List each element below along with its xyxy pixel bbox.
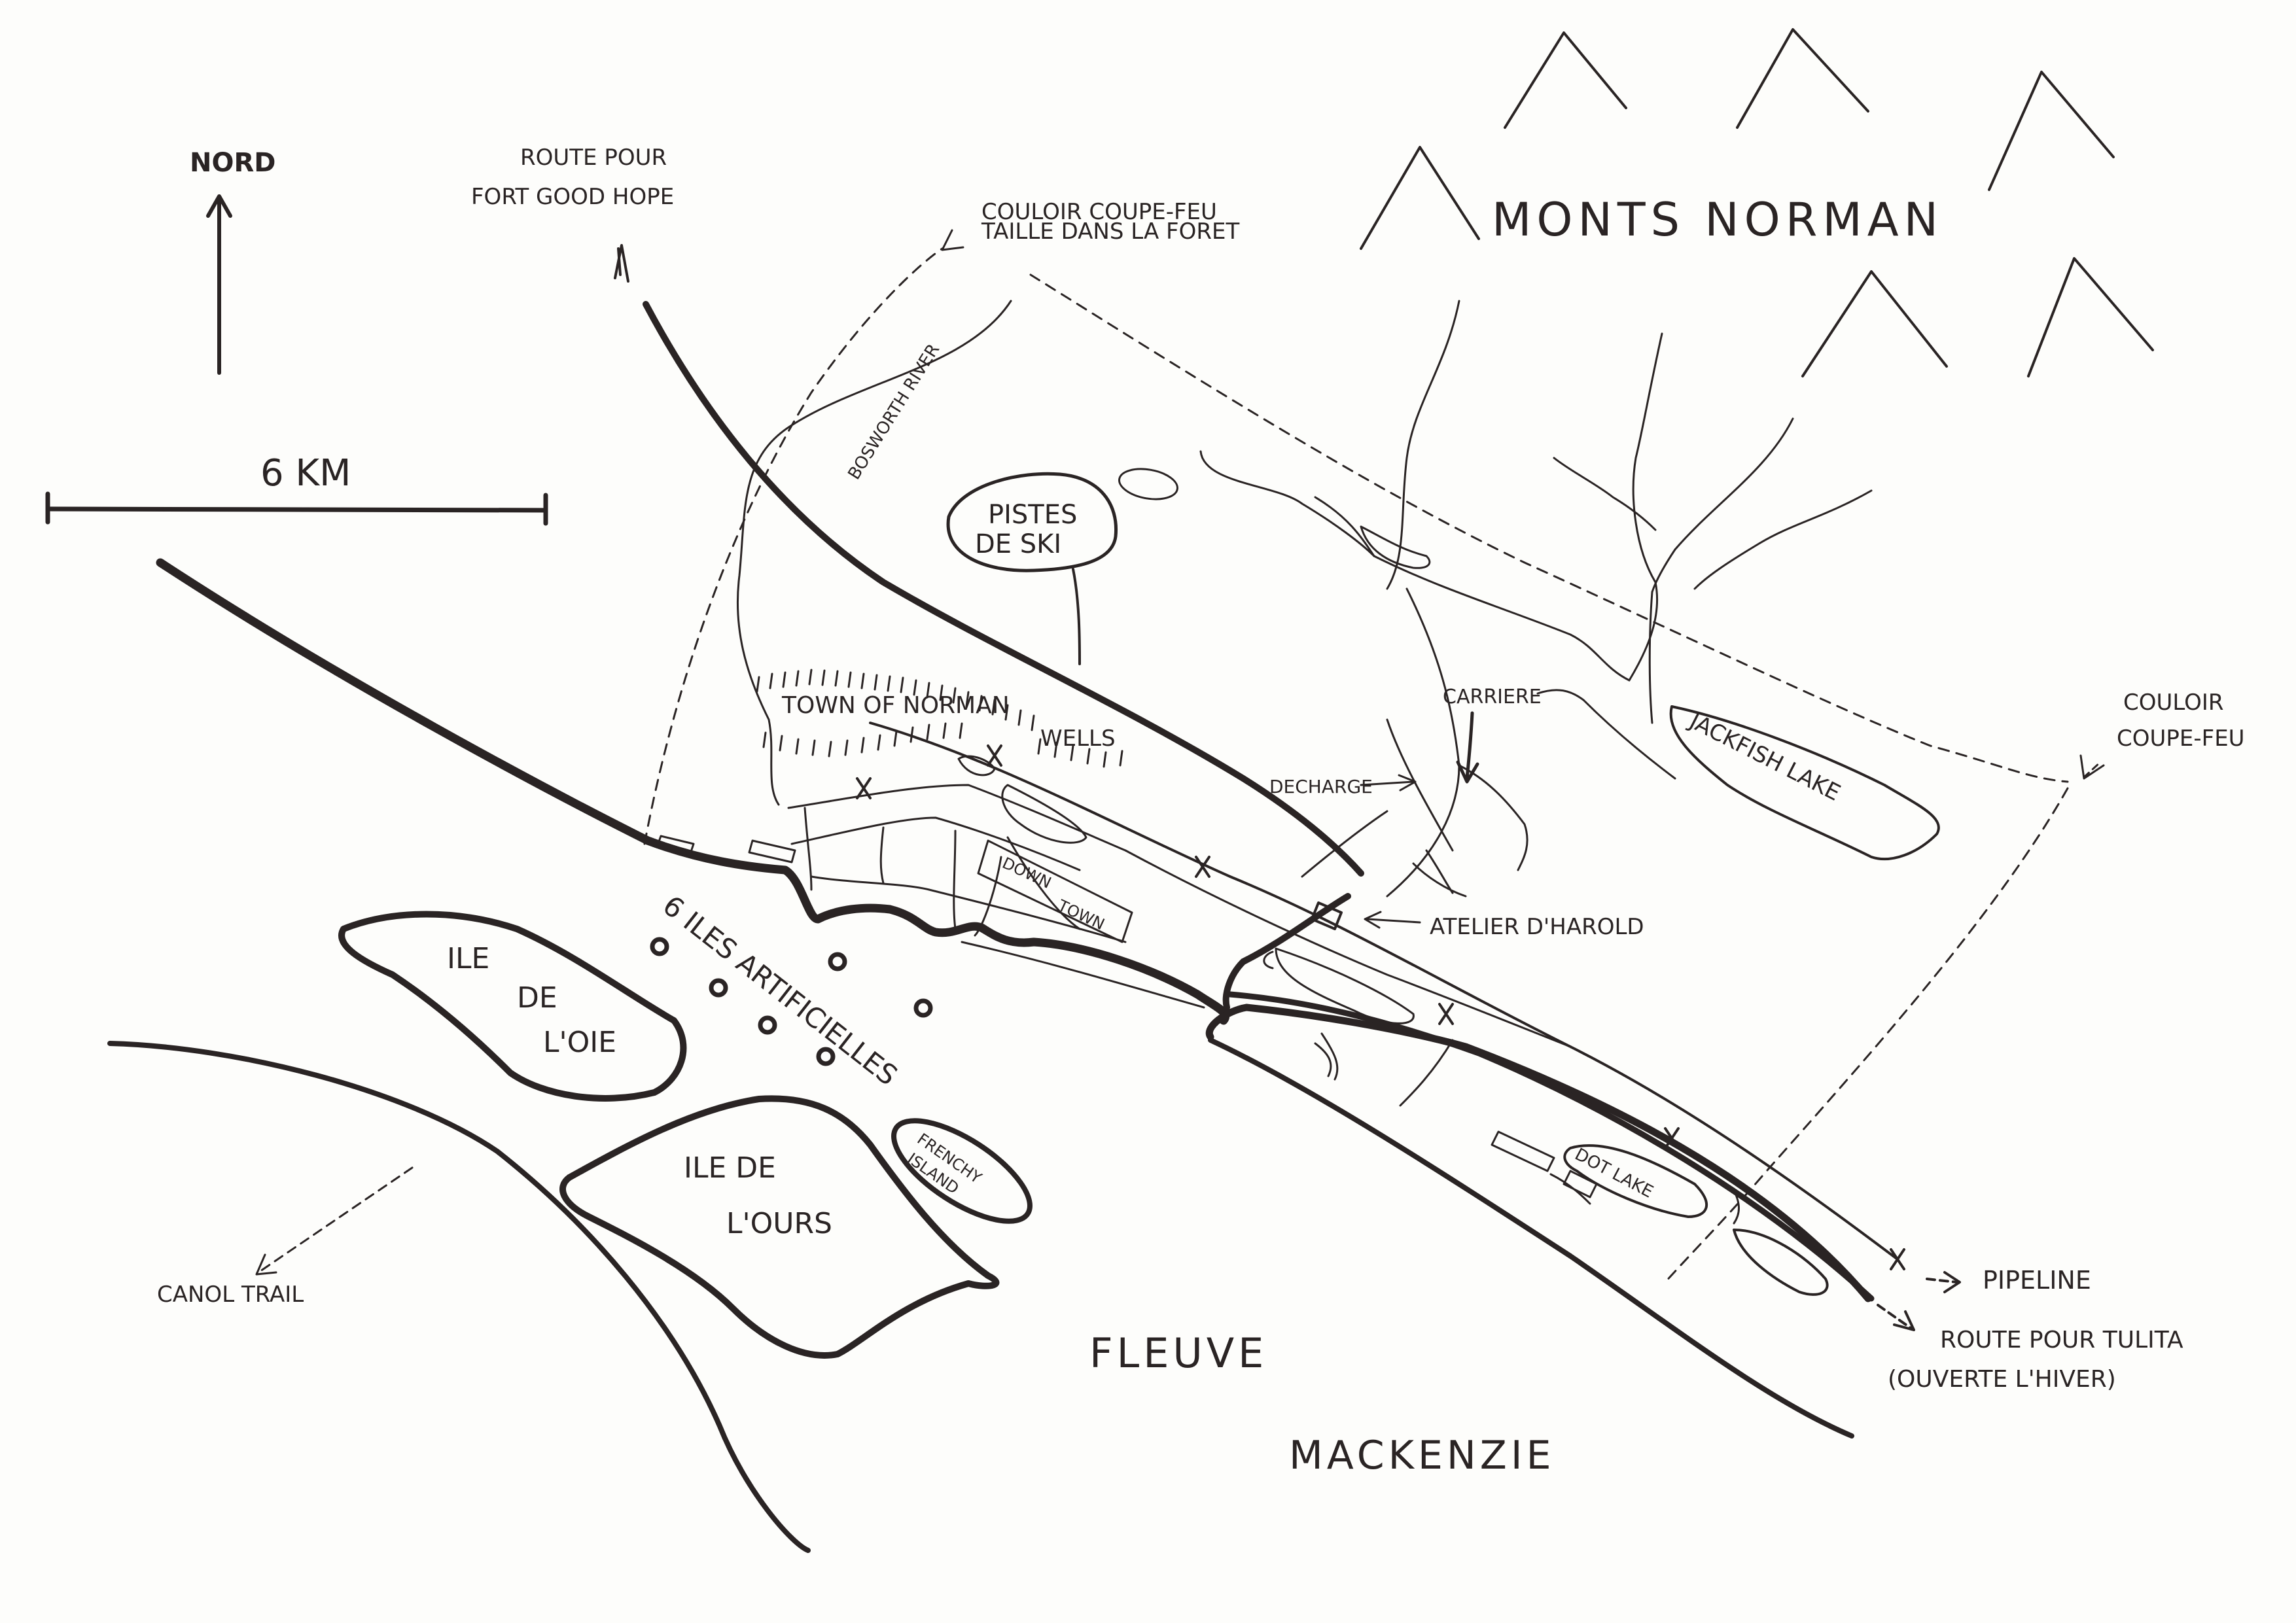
- road-to-tulita: [1227, 991, 1875, 1302]
- ile-ours-label-2: L'OURS: [726, 1207, 832, 1240]
- shore-structures: [656, 835, 1740, 1225]
- mackenzie-river: [107, 558, 1872, 1553]
- river-label-fleuve: FLEUVE: [1089, 1329, 1267, 1377]
- mountains-label: MONTS NORMAN: [1492, 193, 1943, 247]
- tulita-label-2: (OUVERTE L'HIVER): [1888, 1366, 2116, 1393]
- carriere-label: CARRIERE: [1443, 686, 1542, 708]
- scale-label: 6 KM: [260, 452, 351, 495]
- tulita-label-1: ROUTE POUR TULITA: [1940, 1327, 2183, 1353]
- river-label-mackenzie: MACKENZIE: [1289, 1433, 1555, 1478]
- decharge-label: DECHARGE: [1269, 776, 1373, 797]
- ile-ours-label-1: ILE DE: [684, 1151, 776, 1185]
- lower-lake: [1733, 1229, 1829, 1296]
- streams: [736, 300, 1873, 898]
- small-lakes: [957, 468, 1431, 1024]
- route-good-hope-label-2: FORT GOOD HOPE: [471, 184, 674, 210]
- town-label-wells: WELLS: [1040, 725, 1116, 752]
- firebreak-right-label-2: COUPE-FEU: [2117, 725, 2245, 752]
- pipeline: [869, 722, 1899, 1261]
- dot-lake: [1563, 1144, 1708, 1218]
- artificial-islands: [650, 937, 933, 1066]
- firebreak-top-label-2: TAILLE DANS LA FORET: [981, 218, 1239, 245]
- artificial-islands-label: 6 ILES ARTIFICIELLES: [657, 889, 904, 1092]
- atelier-building: [1311, 901, 1343, 930]
- main-road: [643, 301, 1364, 877]
- ile-oie-label-3: L'OIE: [543, 1026, 616, 1059]
- ski-trails-bubble: [946, 472, 1118, 572]
- north-arrow: [206, 194, 232, 375]
- firebreak-top-label-1: COULOIR COUPE-FEU: [981, 199, 1217, 225]
- connector-road: [1222, 893, 1351, 1011]
- canol-label: CANOL TRAIL: [157, 1282, 304, 1308]
- town-hatching: [756, 669, 1123, 768]
- scale-bar: [45, 491, 548, 526]
- ile-oie-label-1: ILE: [447, 942, 489, 975]
- town-label: TOWN OF NORMAN: [781, 692, 1010, 719]
- town-streets: [787, 718, 1572, 1107]
- atelier-label: ATELIER D'HAROLD: [1430, 914, 1644, 940]
- ski-label-1: PISTES: [988, 500, 1077, 530]
- ile-oie-label-2: DE: [517, 981, 557, 1015]
- ski-label-2: DE SKI: [975, 529, 1061, 559]
- ile-de-l-oie: [338, 911, 687, 1102]
- jackfish-lake: [1669, 705, 1940, 861]
- frenchy-island: [891, 1118, 1033, 1224]
- bosworth-river-label: BOSWORTH RIVER: [844, 341, 944, 483]
- firebreak-corridors: [643, 247, 2069, 1283]
- ile-de-l-ours: [559, 1095, 1000, 1359]
- route-good-hope-label-1: ROUTE POUR: [520, 145, 667, 171]
- downtown-label-2: TOWN: [1055, 896, 1108, 934]
- downtown-block: [977, 839, 1133, 943]
- firebreak-right-label-1: COULOIR: [2123, 689, 2224, 716]
- north-label: NORD: [190, 148, 275, 178]
- mountains: [1360, 28, 2154, 377]
- pipeline-label: PIPELINE: [1983, 1266, 2091, 1295]
- canol-trail-line: [257, 1166, 414, 1274]
